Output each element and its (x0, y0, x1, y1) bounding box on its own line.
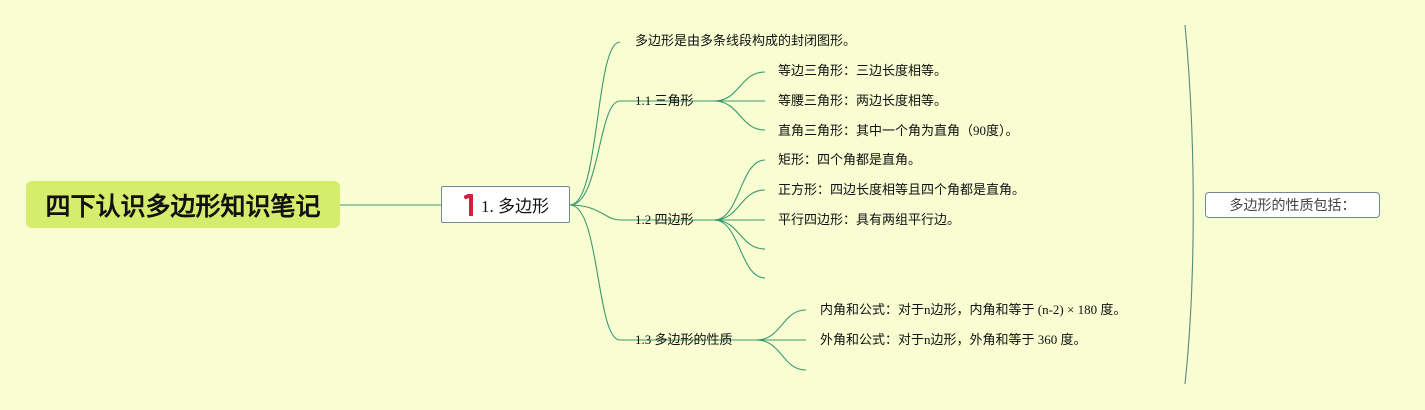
topic-quadrilateral[interactable]: 1.2 四边形 (635, 212, 694, 227)
subtopic-interior-angle-sum[interactable]: 内角和公式：对于n边形，内角和等于 (n-2) × 180 度。 (820, 302, 1127, 317)
subtopic-square[interactable]: 正方形：四边长度相等且四个角都是直角。 (778, 182, 1026, 197)
priority-1-icon (464, 193, 473, 216)
main-topic-label: 1. 多边形 (481, 197, 549, 216)
main-topic[interactable]: 1. 多边形 (441, 186, 570, 223)
summary-label: 多边形的性质包括： (1229, 198, 1356, 214)
root-topic-label: 四下认识多边形知识笔记 (45, 191, 321, 221)
subtopic-rectangle[interactable]: 矩形：四个角都是直角。 (778, 152, 922, 167)
subtopic-exterior-angle-sum[interactable]: 外角和公式：对于n边形，外角和等于 360 度。 (820, 332, 1087, 347)
connector-main-definition (569, 41, 621, 206)
connector-main-quadrilateral (569, 204, 621, 221)
topic-triangle[interactable]: 1.1 三角形 (635, 93, 694, 108)
root-topic[interactable]: 四下认识多边形知识笔记 (26, 181, 340, 228)
subtopic-right-triangle[interactable]: 直角三角形：其中一个角为直角（90度）。 (778, 123, 1019, 138)
subtopic-isosceles[interactable]: 等腰三角形：两边长度相等。 (778, 93, 948, 108)
summary-bracket (1184, 24, 1194, 385)
connector-main-triangle (569, 100, 621, 206)
subtopic-equilateral[interactable]: 等边三角形：三边长度相等。 (778, 63, 948, 78)
summary-topic[interactable]: 多边形的性质包括： (1205, 192, 1380, 218)
connector-main-polygon-properties (569, 204, 621, 341)
subtopic-parallelogram[interactable]: 平行四边形：具有两组平行边。 (778, 212, 961, 227)
topic-definition[interactable]: 多边形是由多条线段构成的封闭图形。 (635, 33, 857, 48)
topic-polygon-properties[interactable]: 1.3 多边形的性质 (635, 332, 733, 347)
